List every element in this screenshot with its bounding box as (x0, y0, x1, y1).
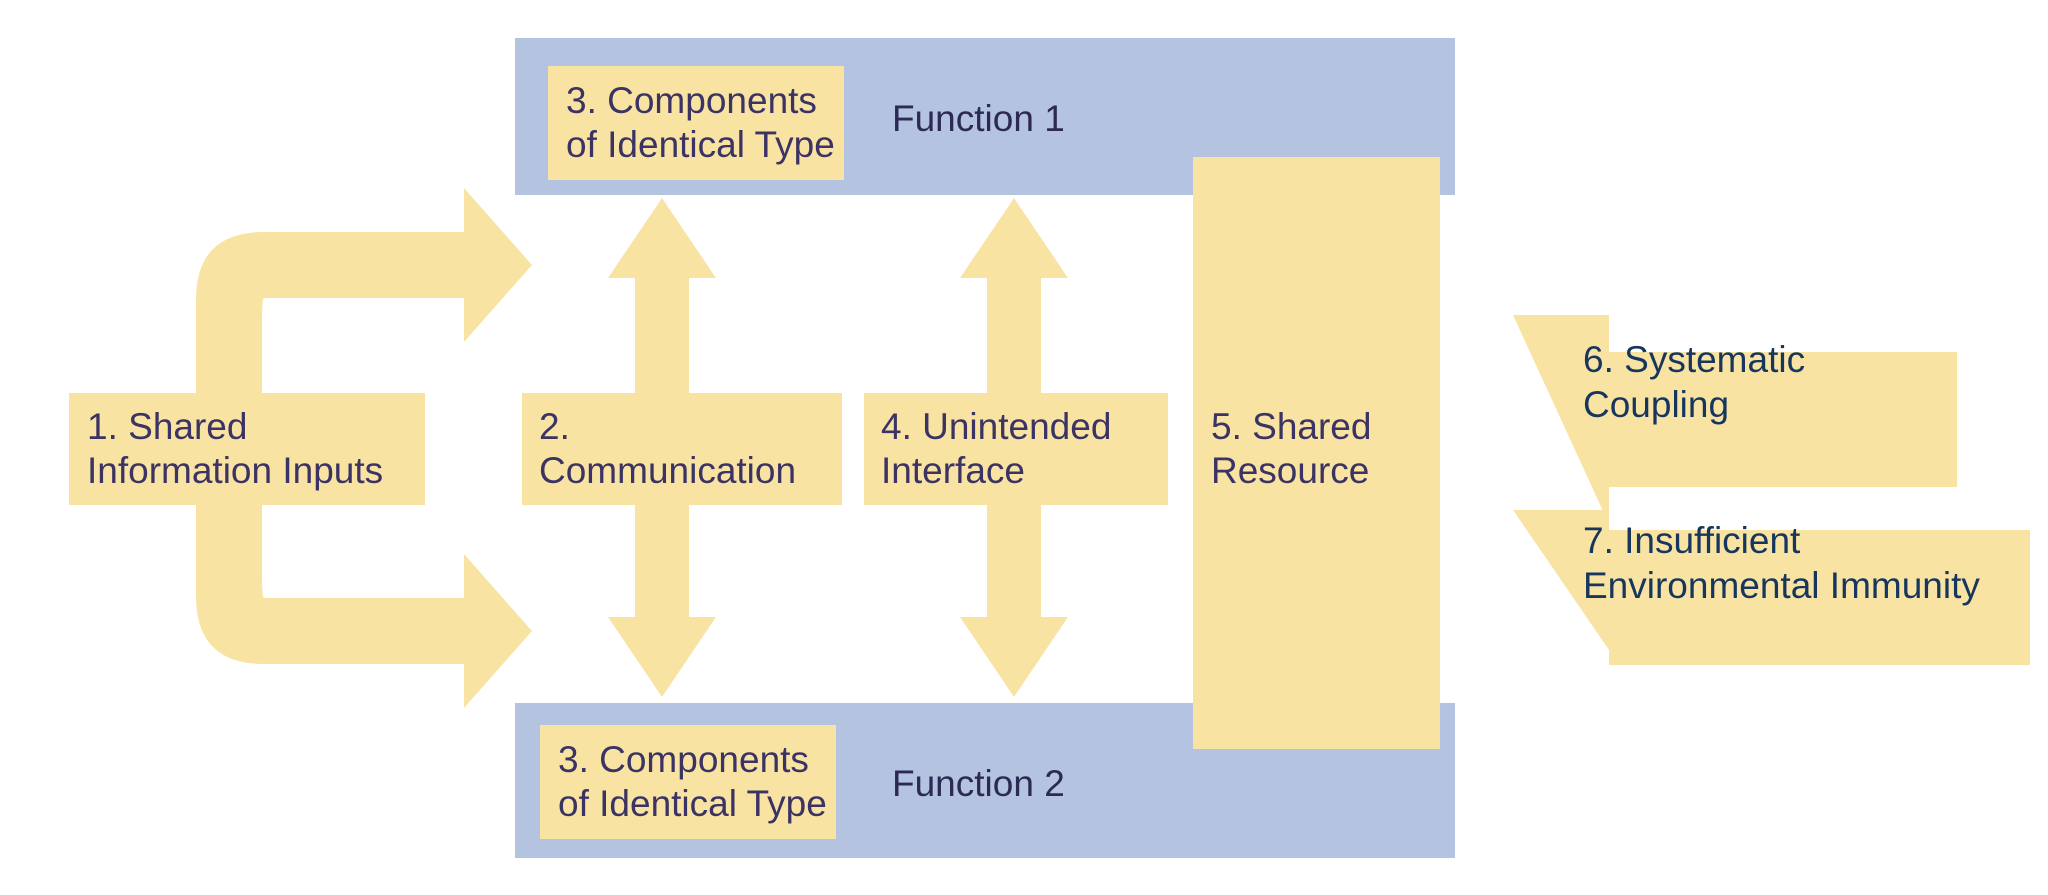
function-1-component-label: 3. Components of Identical Type (566, 79, 835, 165)
unintended-interface-label: 4. Unintended Interface (881, 405, 1112, 491)
function-1-component-box (548, 66, 844, 180)
function-2-component-box (540, 725, 836, 839)
shared-information-inputs-label: 1. Shared Information Inputs (87, 405, 384, 491)
systematic-coupling-block-arrow (1513, 315, 1957, 524)
function-1-name: Function 1 (892, 98, 1065, 139)
communication-label: 2. Communication (539, 405, 797, 491)
function-2-name: Function 2 (892, 763, 1065, 804)
unintended-interface-plate (864, 393, 1168, 505)
systematic-coupling-label: 6. Systematic Coupling (1583, 339, 1806, 426)
input-arrow-lower-branch (196, 400, 532, 708)
environmental-immunity-block-arrow (1513, 510, 2030, 665)
shared-resource-column (1193, 157, 1440, 749)
shared-information-inputs-plate (69, 393, 425, 505)
environmental-immunity-label: 7. Insufficient Environmental Immunity (1583, 520, 1980, 607)
communication-plate (522, 393, 842, 505)
shared-resource-label: 5. Shared Resource (1211, 405, 1372, 491)
function-2-component-label: 3. Components of Identical Type (558, 738, 827, 824)
input-arrow-upper-branch (196, 188, 532, 500)
